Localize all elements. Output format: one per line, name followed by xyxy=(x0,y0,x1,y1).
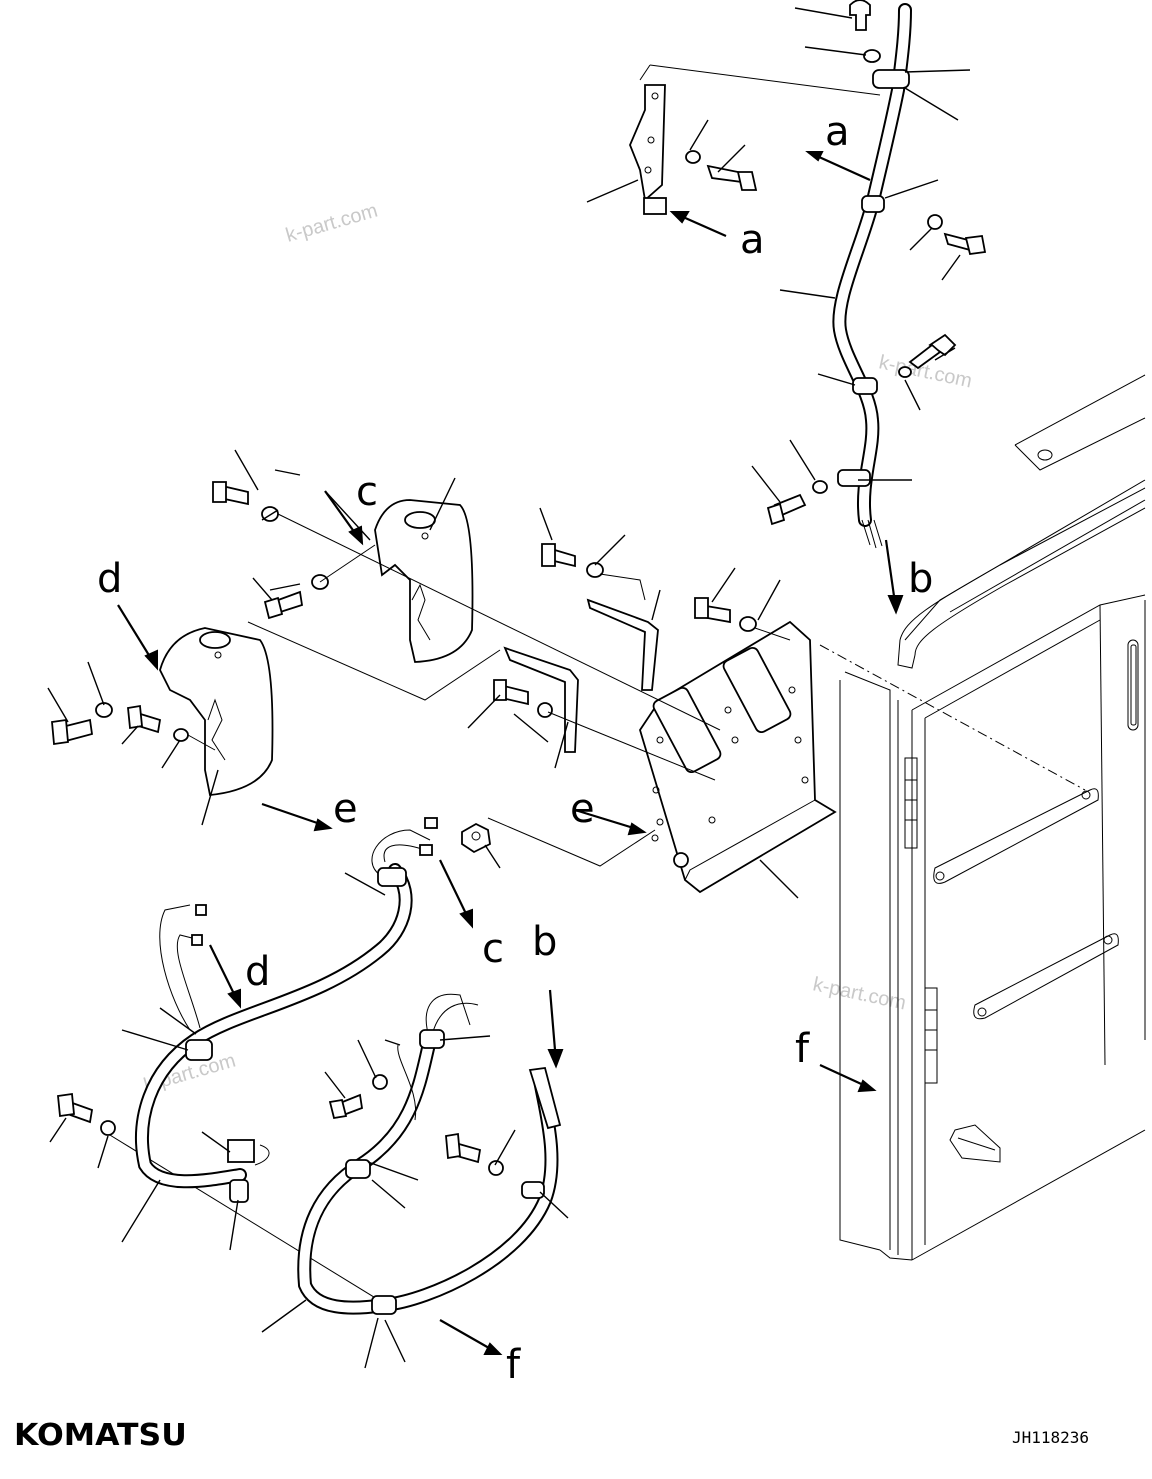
callout-arrows[interactable] xyxy=(117,150,904,1355)
washer-c xyxy=(898,366,912,378)
callout-f-lower: f xyxy=(506,1342,521,1388)
watermark-1: k-part.com xyxy=(283,200,380,247)
callout-f-right: f xyxy=(795,1026,810,1072)
clamp-h xyxy=(345,1159,371,1179)
leader-lines xyxy=(47,7,971,1369)
clamp-i xyxy=(371,1295,397,1315)
connector-1 xyxy=(227,1139,255,1163)
clamp-e xyxy=(377,867,407,887)
clamp-mid xyxy=(852,377,878,395)
connector-4 xyxy=(195,904,207,916)
bolt-d-head xyxy=(766,502,786,526)
callout-d-upper: d xyxy=(97,556,122,602)
clamp-a xyxy=(861,195,885,213)
bracket-a xyxy=(629,84,666,202)
watermark-3: k-part.com xyxy=(811,973,908,1014)
callout-e-right: e xyxy=(570,786,595,832)
cover-d xyxy=(159,627,274,796)
bolt-top xyxy=(849,0,871,31)
callout-e-left: e xyxy=(333,786,358,832)
mounting-plate xyxy=(639,620,837,894)
bolt-c xyxy=(908,343,942,370)
cab-frame xyxy=(819,374,1146,1261)
washer-b xyxy=(927,214,943,230)
callout-b-lower: b xyxy=(532,919,557,965)
connector-2 xyxy=(424,817,438,829)
bolt-a-head xyxy=(736,171,758,191)
clamp-top xyxy=(872,69,910,89)
connector-5 xyxy=(191,934,203,946)
reference-lines xyxy=(104,513,791,1311)
drawing-number: JH118236 xyxy=(1012,1428,1090,1447)
callout-d-lower: d xyxy=(245,949,270,995)
clamp-j xyxy=(521,1181,545,1199)
bolt-a xyxy=(706,164,744,184)
clamp-k xyxy=(229,1179,249,1203)
callout-c-upper: c xyxy=(356,469,378,515)
cover-fasteners xyxy=(51,481,329,746)
washer-a xyxy=(685,150,701,164)
callout-c-lower: c xyxy=(482,926,504,972)
callout-letters: a a b b c c d d e e f f xyxy=(97,109,933,1388)
callout-a-lower: a xyxy=(740,217,765,263)
plate-brackets xyxy=(461,543,757,854)
bracket-a-foot xyxy=(643,197,667,215)
clamp-f xyxy=(185,1039,213,1061)
cover-c xyxy=(374,499,474,663)
upper-harness xyxy=(629,0,987,549)
connector-6 xyxy=(528,1067,562,1130)
washer-top xyxy=(863,49,881,63)
callout-a-upper: a xyxy=(825,109,850,155)
callout-b-upper: b xyxy=(908,556,933,602)
clamp-low xyxy=(837,469,871,487)
komatsu-logo: KOMATSU xyxy=(14,1418,187,1453)
lower-harness xyxy=(57,817,562,1315)
washer-d xyxy=(812,480,828,494)
bolt-b-head xyxy=(964,235,987,255)
clamp-g xyxy=(419,1029,445,1049)
connector-3 xyxy=(419,844,433,856)
